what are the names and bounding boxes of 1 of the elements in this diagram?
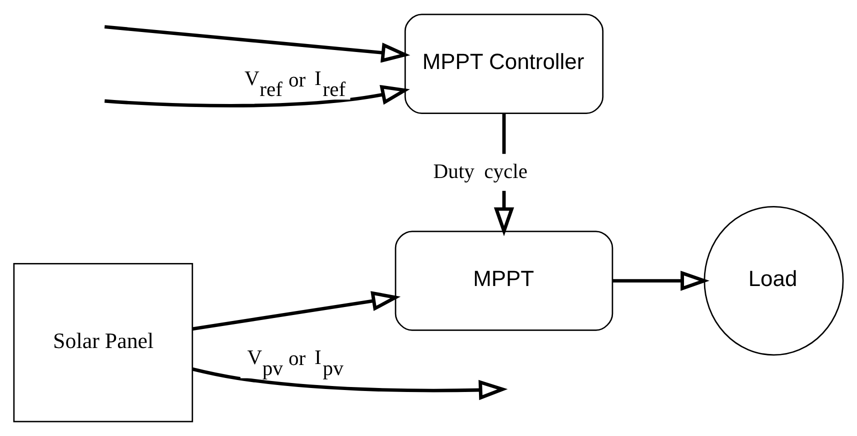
edge-label: Duty cycle [433, 160, 528, 183]
